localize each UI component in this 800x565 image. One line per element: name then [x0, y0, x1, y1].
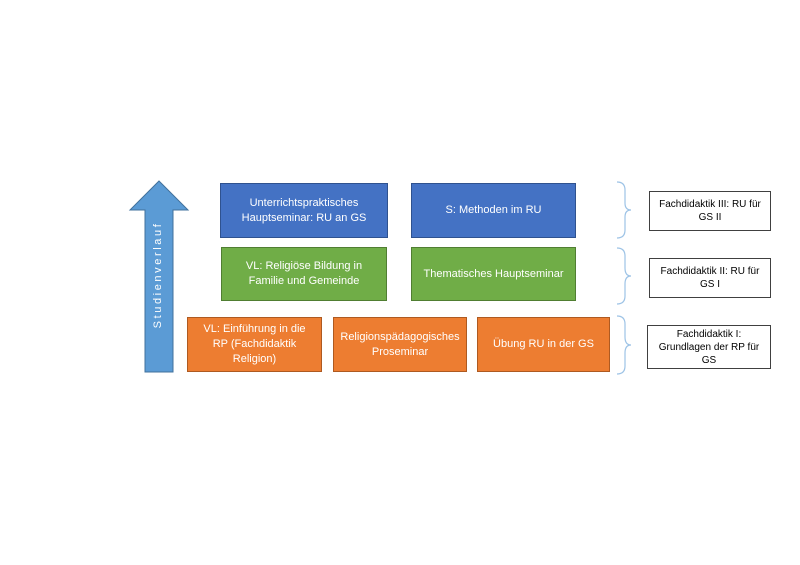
- course-label: Thematisches Hauptseminar: [423, 267, 564, 280]
- course-label: Religionspädagogisches Proseminar: [340, 330, 460, 358]
- category-label: Fachdidaktik II: RU für GS I: [660, 266, 760, 290]
- bracket-row-2: [616, 247, 632, 305]
- bracket-row-3: [616, 181, 632, 239]
- category-fachdidaktik-2: Fachdidaktik II: RU für GS I: [649, 258, 771, 298]
- category-fachdidaktik-1: Fachdidaktik I: Grundlagen der RP für GS: [647, 325, 771, 369]
- course-box-einfuehrung-rp: VL: Einführung in die RP (Fachdidaktik R…: [187, 317, 322, 372]
- category-label: Fachdidaktik I: Grundlagen der RP für GS: [658, 328, 760, 366]
- category-label: Fachdidaktik III: RU für GS II: [659, 199, 761, 223]
- course-box-uebung-ru: Übung RU in der GS: [477, 317, 610, 372]
- course-box-religioese-bildung: VL: Religiöse Bildung in Familie und Gem…: [221, 247, 387, 301]
- course-box-unterrichtspraktisches-hauptseminar: Unterrichtspraktisches Hauptseminar: RU …: [220, 183, 388, 238]
- course-label: Übung RU in der GS: [493, 338, 594, 350]
- bracket-row-1: [616, 315, 632, 375]
- course-box-methoden-im-ru: S: Methoden im RU: [411, 183, 576, 238]
- course-box-proseminar: Religionspädagogisches Proseminar: [333, 317, 467, 372]
- course-label: S: Methoden im RU: [445, 204, 542, 216]
- category-fachdidaktik-3: Fachdidaktik III: RU für GS II: [649, 191, 771, 231]
- course-label: VL: Religiöse Bildung in Familie und Gem…: [245, 260, 363, 287]
- course-label: Unterrichtspraktisches Hauptseminar: RU …: [241, 196, 367, 224]
- progress-arrow: [128, 180, 190, 373]
- course-box-thematisches-hauptseminar: Thematisches Hauptseminar: [411, 247, 576, 301]
- course-label: VL: Einführung in die RP (Fachdidaktik R…: [203, 323, 306, 365]
